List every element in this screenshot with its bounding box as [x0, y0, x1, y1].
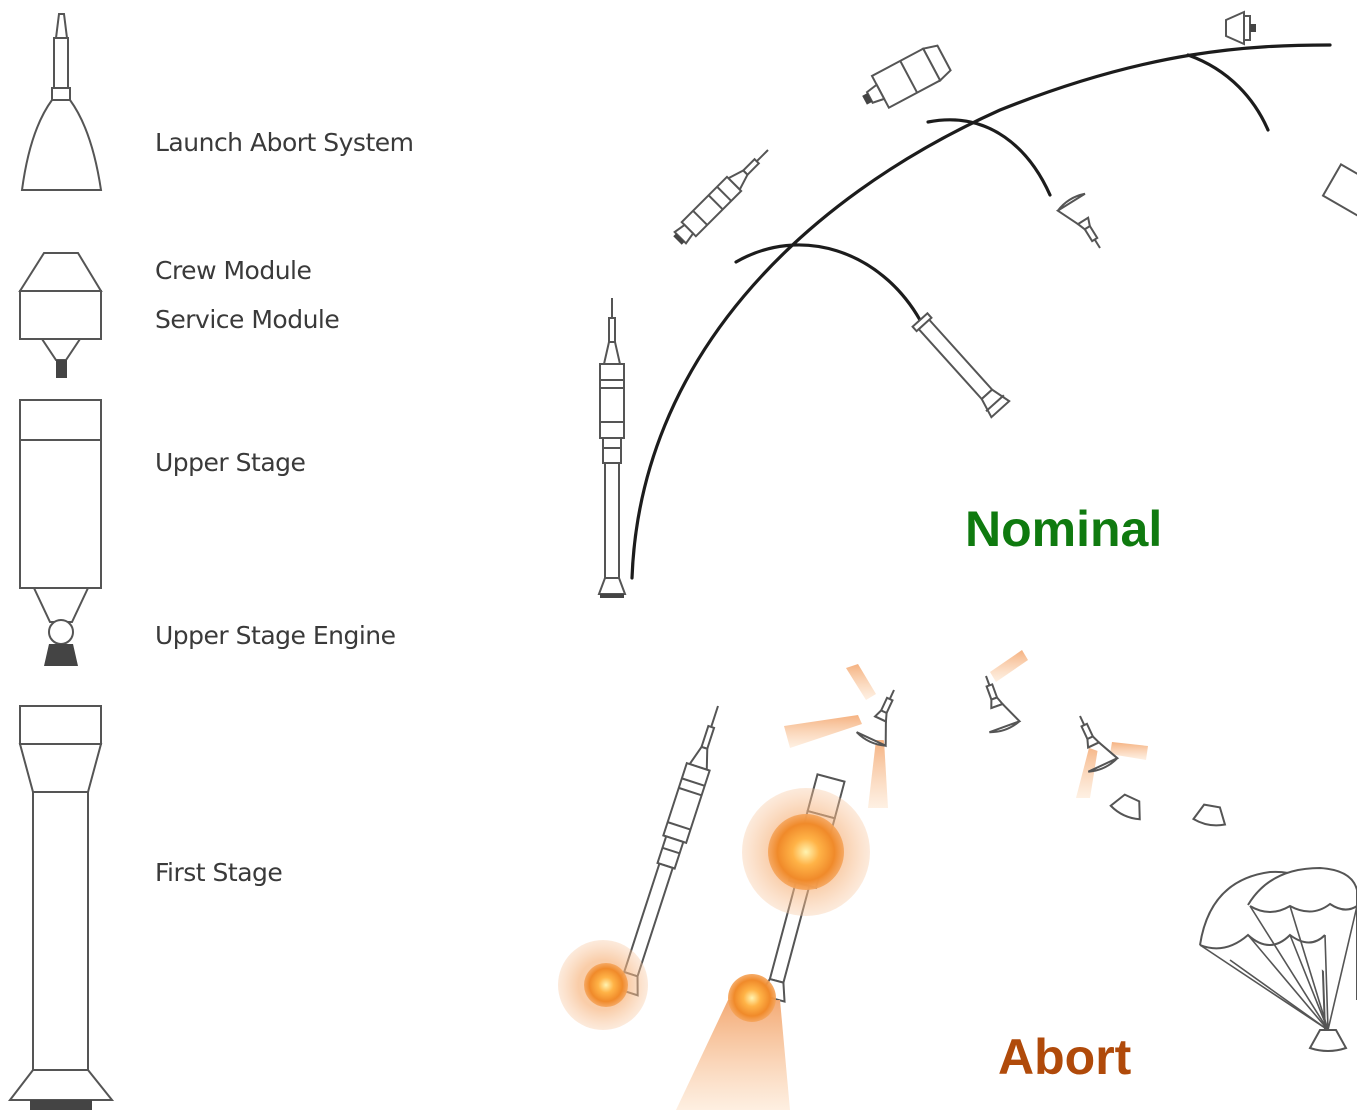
crew-module-icon [20, 253, 101, 339]
abort-motor-firing-3 [1065, 709, 1148, 798]
label-upper-stage-engine: Upper Stage Engine [155, 621, 396, 650]
label-service-module: Service Module [155, 305, 339, 334]
label-upper-stage: Upper Stage [155, 448, 305, 477]
launch-vehicle-icon [599, 298, 625, 598]
upper-stage-in-flight-icon [856, 42, 952, 116]
upper-stage-icon [20, 400, 101, 588]
abort-motor-firing-1 [784, 664, 909, 808]
upper-stage-engine-icon [34, 588, 88, 666]
booster-fireball-icon [728, 974, 776, 1022]
nominal-label: Nominal [965, 500, 1162, 558]
separated-capsule-icon [1109, 791, 1146, 822]
first-stage-icon [10, 706, 112, 1110]
las-jettison-path [928, 120, 1050, 195]
first-stage-separation-path [736, 245, 920, 320]
exhaust-plume-icon [676, 1000, 790, 1110]
explosion-icon [768, 814, 844, 890]
parachute-icon [1200, 868, 1357, 1051]
abort-sequence [558, 650, 1357, 1110]
ascending-vehicle-icon [670, 143, 775, 248]
label-launch-abort-system: Launch Abort System [155, 128, 414, 157]
vehicle-stack [10, 14, 112, 1110]
service-module-separation-path [1188, 55, 1268, 130]
launch-abort-system-icon [22, 14, 101, 190]
service-module-icon [42, 339, 80, 378]
abort-motor-firing-2 [971, 650, 1028, 735]
label-first-stage: First Stage [155, 858, 282, 887]
abort-label: Abort [998, 1028, 1131, 1086]
service-module-separated-icon [1323, 164, 1357, 234]
crew-module-orbit-icon [1226, 12, 1256, 44]
jettisoned-las-icon [1056, 191, 1113, 256]
descending-capsule-icon [1193, 803, 1228, 827]
fireball-icon [584, 963, 628, 1007]
spent-first-stage-icon [911, 312, 1009, 417]
label-crew-module: Crew Module [155, 256, 311, 285]
